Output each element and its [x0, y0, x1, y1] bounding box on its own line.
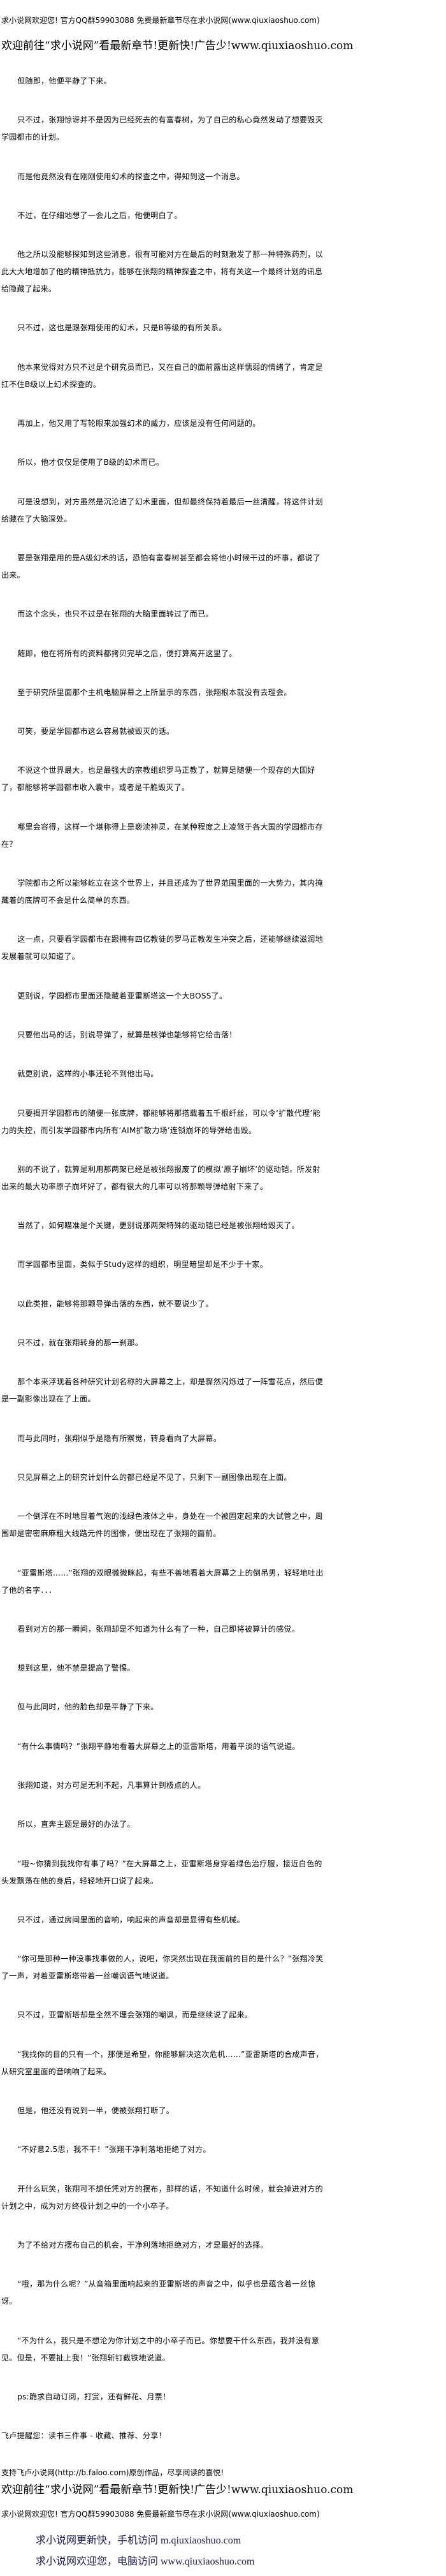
paragraph: 要是张翔是用的是A级幻术的话，恐怕有富春树甚至都会将他小时候干过的坏事，都说了出… — [1, 553, 321, 580]
paragraph: 所以，他才仅仅是使用了B级的幻术而已。 — [17, 458, 164, 467]
paragraph: 而是他竟然没有在刚刚使用幻术的探查之中，得知到这一个消息。 — [17, 172, 245, 181]
paragraph: 别的不说了，就算是利用那两架已经是被张翔报废了的模拟‘原子崩坏’的驱动铠，所发射… — [1, 1164, 320, 1191]
footer-promo[interactable]: 欢迎前往“求小说网”看最新章节!更新快!广告少!www.qiuxiaoshuo.… — [1, 2484, 354, 2496]
paragraph: “我找你的目的只有一个，那便是希望，你能够解决这次危机……”亚雷斯塔的合成声音，… — [1, 2049, 324, 2076]
paragraph: 为了不给对方摆布自己的机会，干净利落地拒绝对方，才是最好的选择。 — [17, 2240, 268, 2250]
paragraph: 学院都市之所以能够屹立在这个世界上，并且还成为了世界范围里面的一大势力，其内掩藏… — [1, 879, 323, 905]
paragraph: 张翔知道，对方可是无利不起，凡事算计到极点的人。 — [17, 1780, 206, 1790]
paragraph: 再加上，他又用了写轮眼来加强幻术的威力，应该是没有任何问题的。 — [17, 419, 261, 428]
paragraph: “你可是那种一种没事找事做的人，说吧，你突然出现在我面前的目的是什么？”张翔冷笑… — [1, 1954, 324, 1981]
paragraph: 但是，他还没有说到一半，便被张翔打断了。 — [17, 2106, 175, 2116]
paragraph: 他本来觉得对方只不过是个研究员而已，又在自己的面前露出这样懦弱的情绪了，肯定是扛… — [1, 362, 323, 389]
paragraph: 只不过，这也是跟张翔使用的幻术，只是B等级的有所关系。 — [17, 323, 227, 333]
reading-reminder: 飞卢提醒您：读书三件事 - 收藏、推荐、分享！ — [1, 2431, 166, 2441]
paragraph: 但随即，他便平静了下来。 — [17, 77, 112, 85]
paragraph: 哪里会容得，这样一个堪称得上是亵渎神灵，在某种程度之上凌驾于各大国的学园都市存在… — [1, 822, 323, 849]
paragraph: 而这个念头，也只不过是在张翔的大脑里面转过了而已。 — [17, 610, 213, 619]
paragraph: 不过，在仔细地想了一会儿之后，他便明白了。 — [17, 210, 182, 220]
footer-notice: 求小说网欢迎您! 官方QQ群59903088 免费最新章节尽在求小说网(www.… — [1, 2510, 320, 2519]
paragraph: “有什么事情吗？”张翔平静地看着大屏幕之上的亚雷斯塔，用着平淡的语气说道。 — [17, 1741, 300, 1751]
paragraph: 只见屏幕之上的研究计划什么的都已经是不见了，只剩下一副图像出现在上面。 — [17, 1472, 292, 1482]
footer-pc-link[interactable]: 求小说网欢迎您，电脑访问 www.qiuxiaoshuo.com — [36, 2556, 255, 2567]
paragraph: “哦，那为什么呢？”从音箱里面响起来的亚雷斯塔的声音之中，似乎也是蕴含着一丝惊讶… — [1, 2280, 316, 2306]
paragraph: 但与此同时，他的脸色却是平静了下来。 — [17, 1702, 159, 1712]
chapter-content: 但随即，他便平静了下来。只不过，张翔惊讶并不是因为已经死去的有富春树，为了自己的… — [1, 73, 325, 2466]
paragraph: “哦~你猜到我找你有事了吗？”在大屏幕之上，亚雷斯塔身穿着绿色治疗服，接近白色的… — [1, 1859, 322, 1885]
header-promo[interactable]: 欢迎前往“求小说网”看最新章节!更新快!广告少!www.qiuxiaoshuo.… — [1, 40, 354, 52]
paragraph: 只不过，通过房间里面的音响，响起来的声音却是显得有些机械。 — [17, 1915, 245, 1924]
footer-support[interactable]: 支持飞卢小说网(http://b.faloo.com)原创作品，尽享阅读的喜悦! — [1, 2468, 224, 2477]
paragraph: 他之所以没能够探知到这些消息，很有可能对方在最后的时刻激发了那一种特殊药剂，以此… — [1, 250, 323, 294]
footer-mobile-link[interactable]: 求小说网更新快，手机访问 m.qiuxiaoshuo.com — [36, 2535, 241, 2546]
paragraph: 只不过，张翔惊讶并不是因为已经死去的有富春树，为了自己的私心竟然发动了想要毁灭学… — [1, 115, 323, 142]
paragraph: 而与此同时，张翔似乎是隐有所察觉，转身看向了大屏幕。 — [17, 1433, 221, 1443]
paragraph: 一个倒浮在不时地冒着气泡的浅绿色液体之中，身处在一个被固定起来的大试管之中，周围… — [1, 1512, 323, 1539]
header-notice: 求小说网欢迎您! 官方QQ群59903088 免费最新章节尽在求小说网(www.… — [1, 16, 320, 25]
paragraph: 而学园都市里面，类似于Study这样的组织，明里暗里却是不少于十家。 — [17, 1260, 268, 1270]
paragraph: ps:跪求自动订阅，打赏，还有鲜花、月票！ — [17, 2392, 171, 2401]
paragraph: 只不过，亚雷斯塔却是全然不理会张翔的嘲讽，而是继续说了起来。 — [17, 2010, 253, 2020]
paragraph: 所以，直奔主题是最好的办法了。 — [17, 1820, 135, 1829]
paragraph: 以此类推，能够将那颗导弹击落的东西，就不要说少了。 — [17, 1299, 213, 1308]
paragraph: 那个本来浮现着各种研究计划名称的大屏幕之上，却是骤然闪烁过了一阵雪花点，然后便是… — [1, 1377, 323, 1404]
paragraph: 不说这个世界最大，也是最强大的宗教组织罗马正教了，就算是随便一个现存的大国好了，… — [1, 766, 315, 793]
paragraph: 至于研究所里面那个主机电脑屏幕之上所显示的东西，张翔根本就没有去理会。 — [17, 687, 292, 697]
paragraph: 可是没想到，对方虽然是沉沦进了幻术里面，但却最终保持着最后一丝清醒，将这件计划给… — [1, 497, 323, 523]
paragraph: 只要揭开学园都市的随便一张底牌，都能够将那搭载着五千根纤丝，可以令‘扩散代理’能… — [1, 1108, 320, 1135]
paragraph: 随即，他在将所有的资料都拷贝完毕之后，便打算离开这里了。 — [17, 648, 237, 658]
paragraph: “亚雷斯塔……”张翔的双眼微微眯起，有些不善地看着大屏幕之上的倒吊男，轻轻地吐出… — [1, 1568, 324, 1595]
paragraph: 想到这里，他不禁是提高了警惕。 — [17, 1664, 135, 1673]
paragraph: 只要他出马的话，别说导弹了，就算是核弹也能够将它给击落！ — [17, 1030, 237, 1039]
paragraph: 这一点，只要看学园都市在跟拥有四亿教徒的罗马正教发生冲突之后，还能够继续滋润地发… — [1, 935, 323, 962]
paragraph: 更别说，学园都市里面还隐藏着亚雷斯塔这一个大BOSS了。 — [17, 991, 227, 1000]
paragraph: 可笑，要是学园都市这么容易就被毁灭的话。 — [17, 727, 175, 736]
paragraph: “不好意2.5思，我不干！”张翔干净利落地拒绝了对方。 — [17, 2145, 211, 2155]
paragraph: 只不过，就在张翔转身的那一刹那。 — [17, 1338, 143, 1348]
paragraph: 开什么玩笑，张翔可不想任凭对方的摆布，那样的话，不知道什么时候，就会掉进对方的计… — [1, 2184, 323, 2211]
paragraph: 看到对方的那一瞬间，张翔却是不知道为什么有了一种，自己即将被算计的感觉。 — [17, 1624, 299, 1634]
paragraph: 当然了，如何瞄准是个关键，更别说那两架特殊的驱动铠已经是被张翔给毁灭了。 — [17, 1221, 299, 1231]
paragraph: 就更别说，这样的小事还轮不到他出马。 — [17, 1069, 159, 1079]
paragraph: “不为什么，我只是不想沦为你计划之中的小卒子而已。你想要干什么东西，我并没有意见… — [1, 2336, 320, 2362]
